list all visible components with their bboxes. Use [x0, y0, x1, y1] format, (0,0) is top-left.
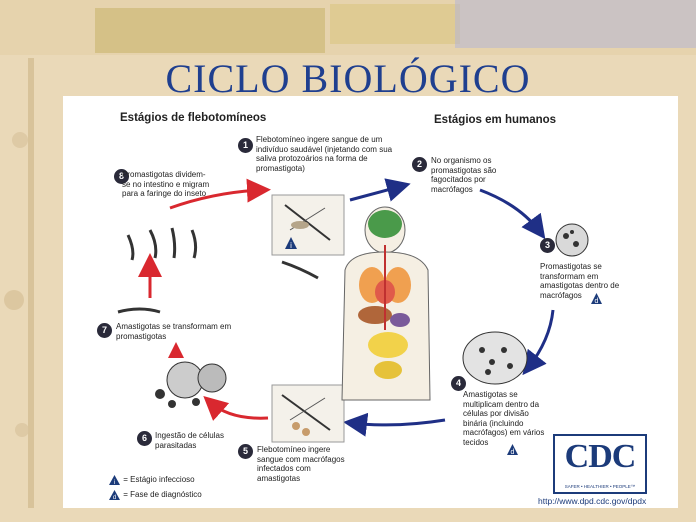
step-number-5: 5: [238, 444, 253, 459]
step-number-8: 8: [114, 169, 129, 184]
promastigote-step7: [117, 307, 161, 314]
sandfly-stages-heading: Estágios de flebotomíneos: [120, 112, 267, 124]
diagnostic-badge-step4: d: [507, 444, 518, 456]
legend-mark-i: i: [114, 480, 115, 486]
cdc-url-link[interactable]: http://www.dpd.cdc.gov/dpdx: [538, 496, 647, 506]
cdc-tagline: SAFER • HEALTHIER • PEOPLE™: [564, 484, 636, 489]
arrow-5-to-6: [203, 395, 269, 421]
infective-triangle-icon: i: [109, 475, 120, 486]
cdc-logo: CDC SAFER • HEALTHIER • PEOPLE™: [553, 434, 647, 494]
infected-macrophage-step4: [462, 331, 528, 385]
cdc-logo-text: CDC: [564, 438, 637, 475]
badge-letter-d: d: [595, 298, 599, 305]
step-caption-6: Ingestão de células parasitadas: [155, 431, 224, 450]
arrow-3-to-4: [522, 309, 555, 376]
infective-badge-step1: i: [285, 237, 297, 250]
step-number-6: 6: [137, 431, 152, 446]
step-number-2: 2: [412, 157, 427, 172]
step-number-7: 7: [97, 323, 112, 338]
promastigote-step1: [281, 260, 319, 280]
arrow-1-to-2: [349, 178, 411, 202]
sandfly-image-1: [271, 194, 345, 256]
sandfly-image-5: [271, 384, 345, 443]
human-figure: [341, 206, 431, 401]
diagnostic-triangle-icon: d: [109, 490, 120, 501]
arrow-4-to-5: [343, 412, 446, 437]
arrow-2-to-3: [479, 188, 546, 240]
legend-infective: i = Estágio infeccioso: [108, 474, 195, 486]
step-number-3: 3: [540, 238, 555, 253]
arrow-8-to-1: [169, 178, 271, 210]
step-caption-8: Promastigotas dividem-se no intestino e …: [122, 170, 210, 198]
legend-mark-d: d: [113, 495, 116, 501]
legend-diagnostic-label: = Fase de diagnóstico: [123, 490, 202, 500]
step-caption-7: Amastigotas se transformam em promastigo…: [116, 322, 232, 341]
page-title: CICLO BIOLÓGICO: [165, 56, 531, 101]
human-stages-heading: Estágios em humanos: [434, 114, 557, 126]
step-caption-1: Flebotomíneo ingere sangue de um indivíd…: [256, 135, 393, 173]
step-caption-5: Flebotomíneo ingere sangue com macrófago…: [257, 445, 345, 483]
macrophage-step2: [555, 223, 589, 257]
step-number-1: 1: [238, 138, 253, 153]
diagnostic-badge-step3: d: [591, 293, 602, 305]
step-caption-4: Amastigotas se multiplicam dentro da cél…: [463, 390, 545, 447]
legend-infective-label: = Estágio infeccioso: [123, 475, 195, 485]
badge-letter-d: d: [511, 449, 515, 456]
parasitized-cells-step6: [155, 361, 227, 408]
promastigotes-step8: [126, 227, 198, 261]
legend-diagnostic: d = Fase de diagnóstico: [108, 489, 202, 501]
badge-letter-i: i: [290, 241, 292, 250]
step-caption-2: No organismo os promastigotas são fagoci…: [431, 156, 497, 194]
step-number-4: 4: [451, 376, 466, 391]
step-caption-3: Promastigotas se transformam em amastigo…: [540, 262, 620, 300]
